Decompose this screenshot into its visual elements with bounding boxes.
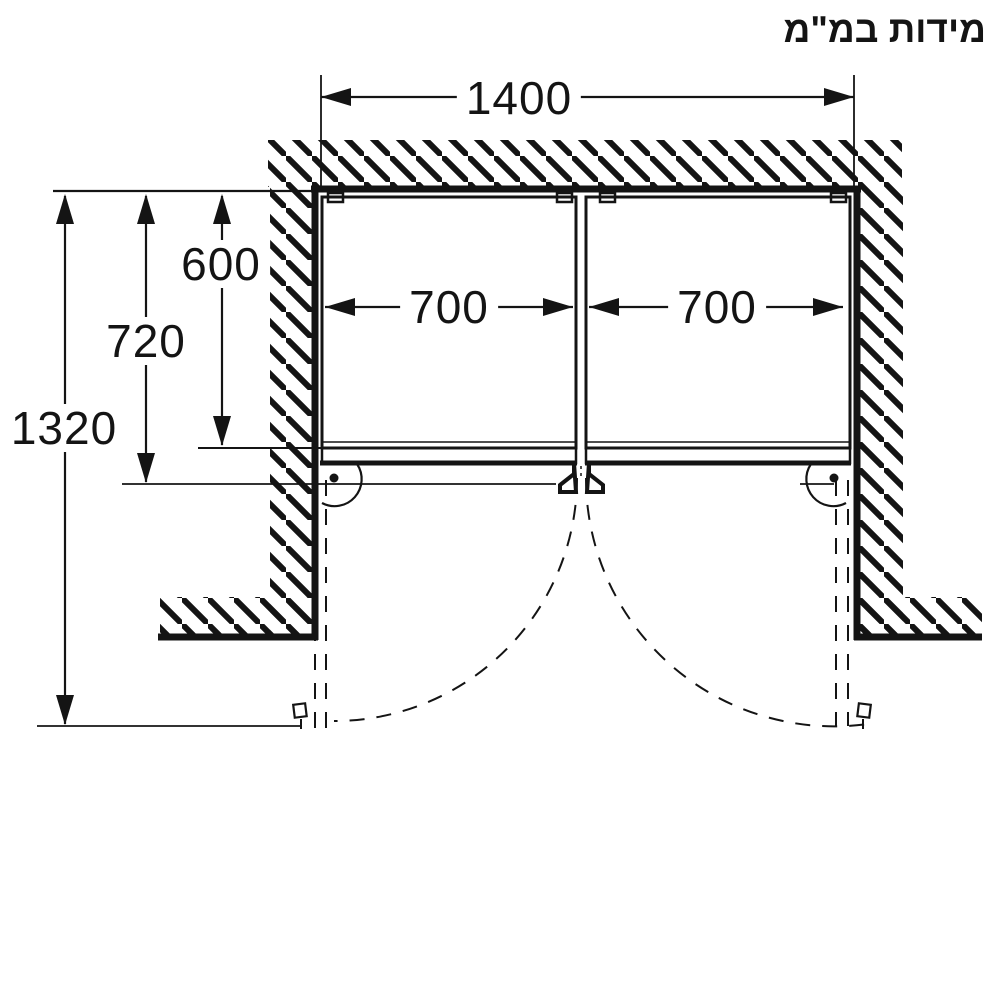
arrowhead-700-left-a [325,298,355,316]
arrowhead-720-down [137,453,155,483]
wall-hatch-right [860,187,903,635]
dim-label-700-left: 700 [400,283,498,331]
door-swing-arc-right [584,477,869,728]
dim-label-600: 600 [172,240,270,288]
niche-walls [158,140,982,641]
arrowhead-1400-left [321,88,351,106]
wall-hatch-left-foot [160,597,312,635]
hinge-pivot-left [329,473,339,483]
arrowhead-700-right-b [813,298,843,316]
door-swing-arc-left [333,477,578,722]
center-hinge-bracket-right [584,462,605,494]
wall-hatch-right-foot [860,597,982,635]
arrowhead-600-up [213,194,231,224]
hinge-arc-left [321,463,363,508]
hinge-pivot-right [829,473,839,483]
reference-lines [37,75,855,727]
drawing-title: מידות במ"מ [783,8,986,53]
dimension-1400 [321,88,854,106]
dimension-600 [213,194,231,446]
arrowhead-700-left-b [543,298,573,316]
arrowhead-720-up [137,194,155,224]
arrowhead-1320-up [56,194,74,224]
dim-label-720: 720 [97,317,195,365]
hinge-arc-right [805,463,847,508]
dim-label-1320: 1320 [1,404,127,452]
open-door-end-glyph-right [856,702,873,719]
hinge-tab-left-outer [326,191,345,204]
arrowhead-1400-right [824,88,854,106]
center-hinge-bracket-left [558,462,579,494]
dimension-1320 [56,194,74,725]
appliance-top-view [320,191,852,508]
open-door-end-glyph-left [291,702,308,719]
arrowhead-700-right-a [589,298,619,316]
arrowhead-1320-down [56,695,74,725]
dim-label-700-right: 700 [668,283,766,331]
wall-hatch-top [268,140,902,187]
dim-label-1400: 1400 [456,74,582,122]
hinge-tab-left-inner [555,191,574,204]
hinge-tab-right-inner [598,191,617,204]
arrowhead-600-down [213,416,231,446]
hinge-tab-right-outer [829,191,848,204]
door-swing-paths [291,477,873,731]
wall-hatch-left [270,187,312,635]
